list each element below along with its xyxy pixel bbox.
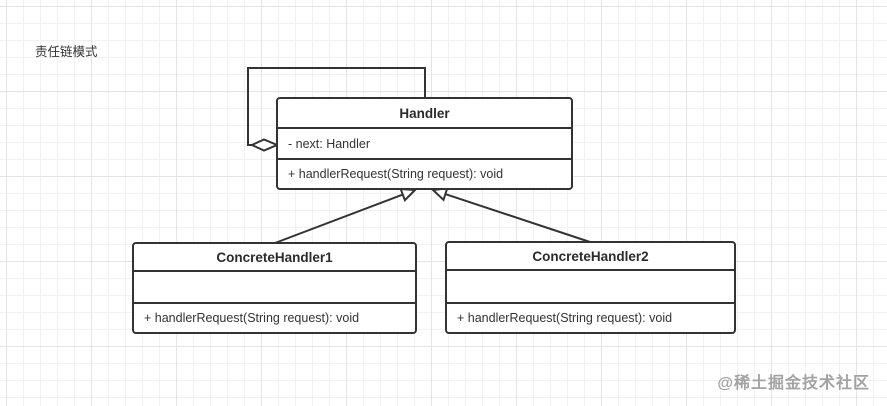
generalization-line-concrete2	[444, 193, 591, 243]
class-method: + handlerRequest(String request): void	[144, 311, 360, 325]
generalization-arrowhead-icon	[430, 187, 449, 202]
class-name: Handler	[278, 99, 571, 129]
class-method: + handlerRequest(String request): void	[288, 167, 504, 181]
uml-class-handler: Handler - next: Handler + handlerRequest…	[276, 97, 573, 190]
generalization-line-concrete1	[274, 193, 404, 244]
class-attribute: - next: Handler	[278, 129, 571, 160]
diagram-title: 责任链模式	[35, 45, 98, 59]
uml-class-concrete-handler2: ConcreteHandler2 + handlerRequest(String…	[445, 241, 736, 334]
class-name: ConcreteHandler1	[134, 244, 415, 272]
class-method: + handlerRequest(String request): void	[457, 311, 673, 325]
generalization-arrowhead-icon	[399, 187, 418, 203]
class-attribute-empty	[134, 272, 415, 304]
uml-class-concrete-handler1: ConcreteHandler1 + handlerRequest(String…	[132, 242, 417, 334]
class-name: ConcreteHandler2	[447, 243, 734, 271]
class-attribute-empty	[447, 271, 734, 304]
watermark-text: @稀土掘金技术社区	[717, 375, 870, 392]
aggregation-diamond-icon	[249, 138, 280, 152]
